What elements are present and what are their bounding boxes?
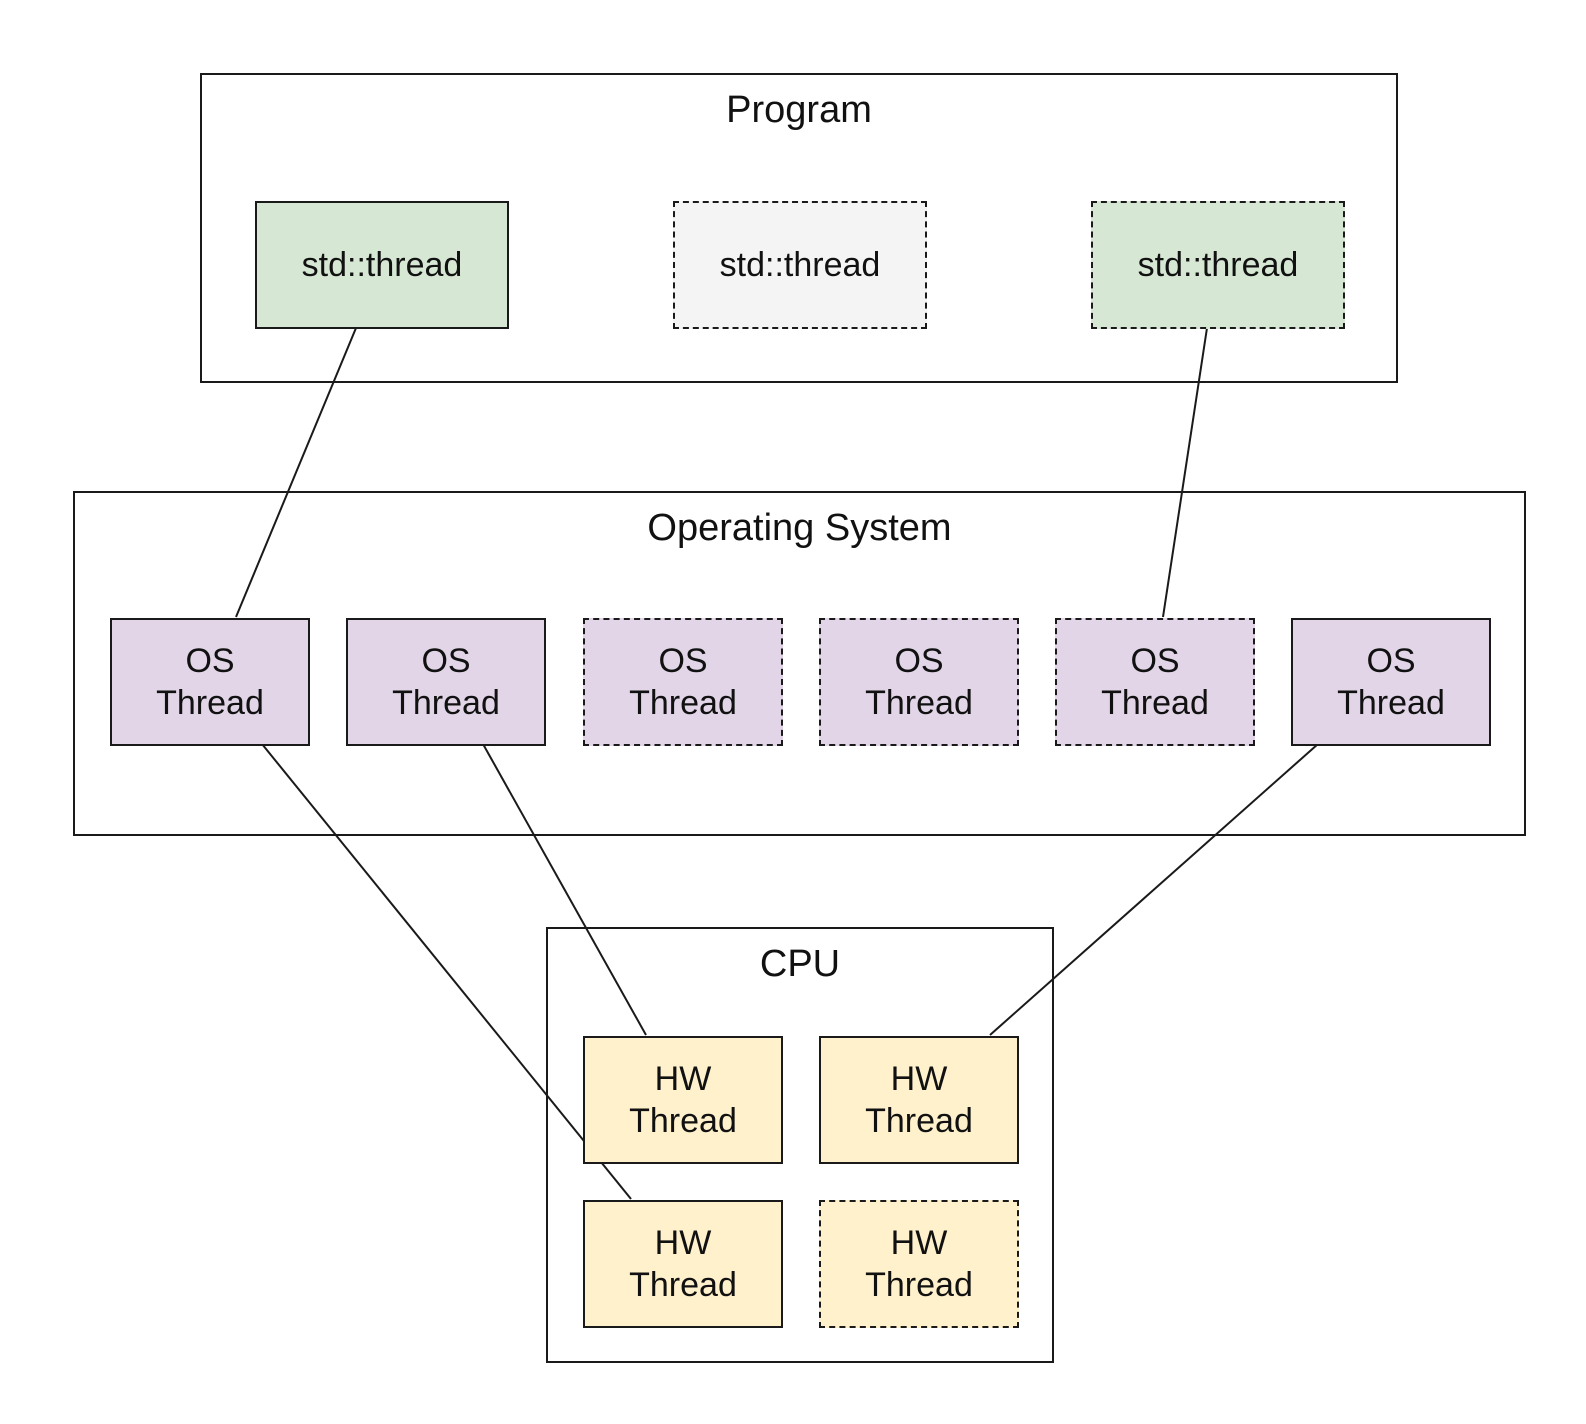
hw-thread-1: HW Thread	[583, 1036, 783, 1164]
os-thread-4-line2: Thread	[865, 684, 973, 722]
os-thread-1-line1: OS	[185, 642, 235, 680]
os-thread-3: OS Thread	[583, 618, 783, 746]
os-thread-2-line2: Thread	[392, 684, 500, 722]
hw-thread-4: HW Thread	[819, 1200, 1019, 1328]
os-thread-3-line1: OS	[658, 642, 708, 680]
os-thread-6-line1: OS	[1366, 642, 1416, 680]
os-thread-3-line2: Thread	[629, 684, 737, 722]
std-thread-3: std::thread	[1091, 201, 1345, 329]
os-thread-2-line1: OS	[421, 642, 471, 680]
os-thread-4-line1: OS	[894, 642, 944, 680]
os-thread-5-line1: OS	[1130, 642, 1180, 680]
hw-thread-3-line2: Thread	[629, 1266, 737, 1304]
hw-thread-2: HW Thread	[819, 1036, 1019, 1164]
hw-thread-3: HW Thread	[583, 1200, 783, 1328]
std-thread-1: std::thread	[255, 201, 509, 329]
operating-system-container: Operating System	[73, 491, 1526, 836]
std-thread-1-label: std::thread	[301, 246, 463, 284]
operating-system-title: Operating System	[647, 507, 952, 549]
hw-thread-4-line2: Thread	[865, 1266, 973, 1304]
os-thread-1: OS Thread	[110, 618, 310, 746]
hw-thread-2-line1: HW	[890, 1060, 948, 1098]
hw-thread-4-line1: HW	[890, 1224, 948, 1262]
hw-thread-2-line2: Thread	[865, 1102, 973, 1140]
std-thread-2-label: std::thread	[719, 246, 881, 284]
std-thread-3-label: std::thread	[1137, 246, 1299, 284]
hw-thread-1-line2: Thread	[629, 1102, 737, 1140]
std-thread-2: std::thread	[673, 201, 927, 329]
os-thread-5: OS Thread	[1055, 618, 1255, 746]
os-thread-4: OS Thread	[819, 618, 1019, 746]
program-title: Program	[726, 89, 872, 131]
cpu-title: CPU	[759, 943, 841, 985]
hw-thread-1-line1: HW	[654, 1060, 712, 1098]
os-thread-6-line2: Thread	[1337, 684, 1445, 722]
hw-thread-3-line1: HW	[654, 1224, 712, 1262]
os-thread-1-line2: Thread	[156, 684, 264, 722]
os-thread-5-line2: Thread	[1101, 684, 1209, 722]
os-thread-6: OS Thread	[1291, 618, 1491, 746]
program-container: Program	[200, 73, 1398, 383]
os-thread-2: OS Thread	[346, 618, 546, 746]
